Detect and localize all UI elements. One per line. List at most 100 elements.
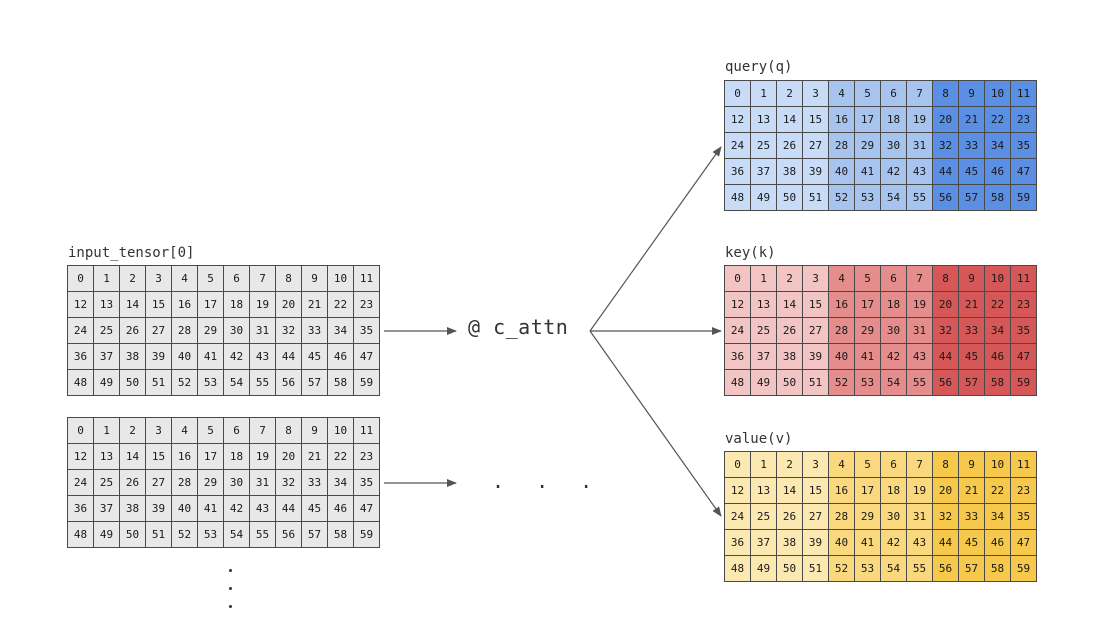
matrix-cell: 20	[276, 292, 302, 318]
matrix-cell: 40	[829, 159, 855, 185]
matrix-cell: 8	[933, 452, 959, 478]
matrix-cell: 39	[146, 496, 172, 522]
matrix-cell: 42	[881, 530, 907, 556]
matrix-cell: 5	[855, 266, 881, 292]
matrix-cell: 34	[985, 133, 1011, 159]
matrix-cell: 38	[777, 530, 803, 556]
matrix-cell: 9	[959, 81, 985, 107]
matrix-cell: 24	[725, 318, 751, 344]
matrix-cell: 8	[276, 418, 302, 444]
matrix-cell: 45	[302, 496, 328, 522]
matrix-cell: 3	[803, 266, 829, 292]
matrix-cell: 43	[250, 344, 276, 370]
matrix-cell: 14	[120, 444, 146, 470]
matrix-cell: 22	[328, 444, 354, 470]
matrix-cell: 7	[907, 266, 933, 292]
matrix-cell: 33	[959, 318, 985, 344]
matrix-cell: 18	[224, 292, 250, 318]
matrix-cell: 44	[276, 344, 302, 370]
matrix-cell: 30	[881, 504, 907, 530]
matrix-cell: 10	[328, 266, 354, 292]
matrix-cell: 30	[881, 133, 907, 159]
matrix-cell: 55	[907, 556, 933, 582]
matrix-cell: 47	[1011, 344, 1037, 370]
matrix-cell: 0	[725, 266, 751, 292]
matrix-cell: 34	[328, 318, 354, 344]
matrix-cell: 26	[777, 318, 803, 344]
matrix-cell: 41	[855, 159, 881, 185]
matrix-cell: 49	[94, 370, 120, 396]
matrix-cell: 51	[803, 185, 829, 211]
matrix-cell: 25	[94, 318, 120, 344]
matrix-cell: 36	[725, 530, 751, 556]
matrix-cell: 45	[959, 159, 985, 185]
matrix-cell: 53	[198, 522, 224, 548]
matrix-cell: 54	[224, 370, 250, 396]
matrix-cell: 7	[907, 81, 933, 107]
matrix-cell: 58	[328, 522, 354, 548]
matrix-cell: 54	[224, 522, 250, 548]
matrix-cell: 11	[1011, 452, 1037, 478]
matrix-cell: 46	[985, 344, 1011, 370]
matrix-cell: 36	[68, 496, 94, 522]
matrix-cell: 19	[250, 444, 276, 470]
matrix-cell: 48	[725, 185, 751, 211]
matrix-cell: 46	[328, 496, 354, 522]
matrix-cell: 20	[933, 107, 959, 133]
matrix-cell: 1	[751, 452, 777, 478]
matrix-cell: 21	[959, 292, 985, 318]
matrix-cell: 39	[803, 159, 829, 185]
matrix-cell: 11	[1011, 81, 1037, 107]
matrix-cell: 48	[68, 370, 94, 396]
matrix-cell: 11	[354, 418, 380, 444]
matrix-cell: 59	[1011, 185, 1037, 211]
matrix-cell: 57	[959, 370, 985, 396]
matrix-cell: 56	[933, 185, 959, 211]
matrix-cell: 24	[68, 318, 94, 344]
matrix-cell: 54	[881, 556, 907, 582]
matrix-cell: 45	[302, 344, 328, 370]
matrix-cell: 49	[94, 522, 120, 548]
matrix-cell: 45	[959, 530, 985, 556]
matrix-cell: 52	[829, 370, 855, 396]
matrix-cell: 24	[68, 470, 94, 496]
matrix-cell: 54	[881, 185, 907, 211]
matrix-cell: 53	[855, 185, 881, 211]
matrix-cell: 28	[829, 318, 855, 344]
matrix-cell: 28	[172, 470, 198, 496]
matrix-cell: 12	[68, 444, 94, 470]
matrix-cell: 26	[777, 504, 803, 530]
matrix-cell: 42	[224, 344, 250, 370]
matrix-cell: 40	[172, 344, 198, 370]
matrix-cell: 18	[881, 478, 907, 504]
matrix-cell: 55	[250, 522, 276, 548]
matrix-cell: 15	[803, 478, 829, 504]
matrix-cell: 29	[855, 318, 881, 344]
matrix-cell: 30	[224, 318, 250, 344]
matrix-cell: 50	[120, 370, 146, 396]
matrix-cell: 6	[224, 266, 250, 292]
matrix-cell: 25	[751, 504, 777, 530]
matrix-cell: 7	[250, 418, 276, 444]
matrix-cell: 23	[354, 292, 380, 318]
matrix-cell: 20	[933, 292, 959, 318]
matrix-cell: 5	[198, 266, 224, 292]
matrix-cell: 53	[198, 370, 224, 396]
matrix-cell: 28	[829, 504, 855, 530]
matrix-cell: 50	[777, 370, 803, 396]
matrix-cell: 47	[354, 496, 380, 522]
matrix-cell: 55	[907, 185, 933, 211]
matrix-cell: 33	[302, 318, 328, 344]
matrix-cell: 40	[829, 530, 855, 556]
matrix-cell: 32	[933, 504, 959, 530]
matrix-cell: 13	[751, 478, 777, 504]
matrix-cell: 26	[777, 133, 803, 159]
matrix-cell: 22	[985, 478, 1011, 504]
matrix-cell: 10	[328, 418, 354, 444]
matrix-cell: 0	[68, 418, 94, 444]
op-to-value-arrow	[589, 330, 722, 517]
matrix-cell: 27	[146, 470, 172, 496]
matrix-cell: 17	[855, 107, 881, 133]
